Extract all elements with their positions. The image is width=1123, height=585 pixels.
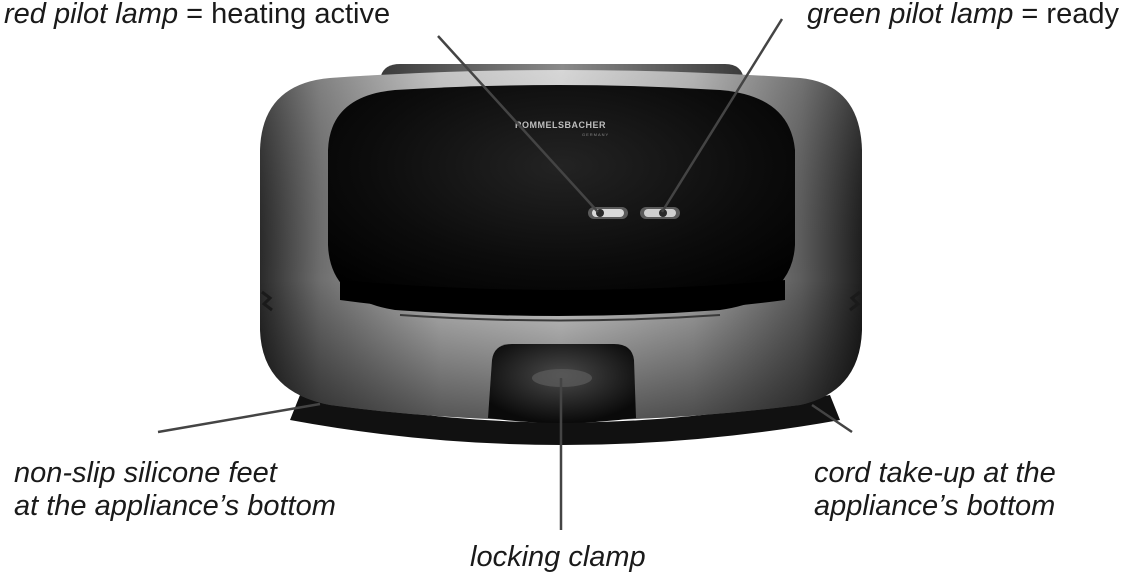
leader-feet [157, 402, 321, 434]
cord-line-2: appliance’s bottom [814, 490, 1056, 522]
green-pilot-lamp [640, 207, 680, 219]
label-locking-clamp: locking clamp [470, 541, 646, 574]
clamp-text: locking clamp [470, 541, 646, 573]
label-cord-take-up: cord take-up at the appliance’s bottom [814, 457, 1056, 523]
brand-subtitle: GERMANY [582, 132, 609, 137]
red-lamp-meaning: heating active [211, 0, 391, 30]
red-lamp-eq: = [186, 0, 204, 30]
label-red-pilot-lamp: red pilot lamp = heating active [4, 0, 390, 31]
right-vent [849, 290, 861, 312]
green-lamp-meaning: ready [1046, 0, 1119, 30]
green-lamp-name: green pilot lamp [807, 0, 1014, 30]
green-lamp-eq: = [1021, 0, 1039, 30]
red-lamp-name: red pilot lamp [4, 0, 179, 30]
label-silicone-feet: non-slip silicone feet at the appliance’… [14, 457, 336, 523]
label-green-pilot-lamp: green pilot lamp = ready [807, 0, 1119, 31]
leader-cord [811, 403, 853, 434]
leader-lines [157, 18, 853, 530]
feet-line-2: at the appliance’s bottom [14, 490, 336, 522]
brand-logo: ROMMELSBACHER [515, 120, 606, 130]
lid [328, 85, 795, 316]
base-bottom [290, 395, 840, 445]
leader-red-lamp [437, 35, 599, 213]
leader-green-lamp [660, 18, 784, 213]
lid-lip [340, 280, 785, 315]
feet-line-1: non-slip silicone feet [14, 457, 277, 489]
left-vent [261, 290, 273, 312]
red-pilot-lamp [588, 207, 628, 219]
cord-line-1: cord take-up at the [814, 457, 1056, 489]
